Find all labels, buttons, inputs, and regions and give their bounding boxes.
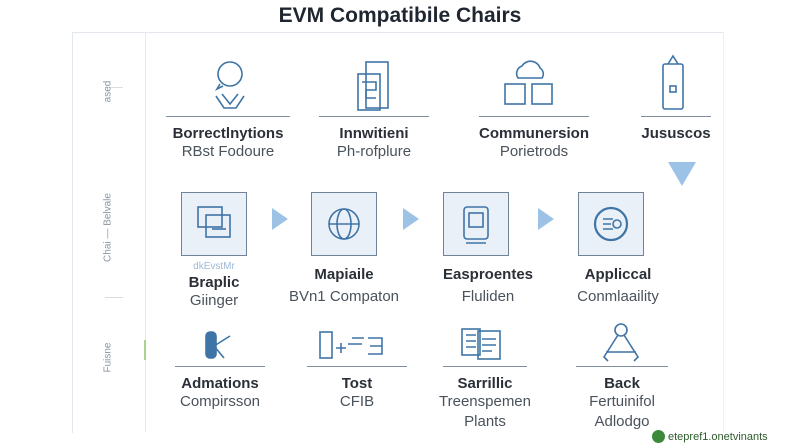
watermark: etepref1.onetvinants bbox=[652, 430, 768, 443]
accent-mark bbox=[144, 340, 146, 360]
item-subtitle: Adlodgo bbox=[594, 413, 650, 430]
item-title: Braplic bbox=[188, 274, 240, 291]
item-subtitle: BVn1 Compaton bbox=[288, 288, 400, 305]
documents-icon bbox=[357, 61, 389, 111]
down-arrow bbox=[668, 162, 696, 186]
column-divider bbox=[145, 32, 146, 432]
item-subtitle: Ph-rofplure bbox=[336, 143, 412, 160]
flow-item: Jususcos bbox=[596, 116, 756, 142]
item-subtitle: Fluliden bbox=[461, 288, 515, 305]
item-subtitle: RBst Fodoure bbox=[181, 143, 275, 160]
item-title: Tost bbox=[341, 375, 373, 392]
divider-tick bbox=[105, 297, 123, 298]
item-subtitle: Porietrods bbox=[499, 143, 569, 160]
page-title: EVM Compatibile Chairs bbox=[278, 4, 522, 27]
step-box bbox=[443, 192, 509, 256]
item-title: Easproentes bbox=[442, 266, 534, 283]
window-icon bbox=[197, 206, 231, 238]
item-subtitle: Conmlaaility bbox=[577, 288, 659, 305]
item-title: Jususcos bbox=[641, 125, 711, 142]
chat-basket-icon bbox=[214, 61, 245, 109]
item-subtitle: Fertuinifol bbox=[589, 393, 655, 410]
item-subtitle: Giinger bbox=[189, 292, 239, 309]
item-title: Communersion bbox=[478, 125, 589, 142]
device-icon bbox=[463, 206, 489, 244]
item-title: Back bbox=[604, 375, 640, 392]
right-arrow bbox=[538, 208, 554, 230]
coin-icon bbox=[593, 206, 629, 242]
watermark-logo-icon bbox=[652, 430, 665, 443]
diagram-frame bbox=[72, 32, 724, 433]
item-title: Innwitieni bbox=[339, 125, 409, 142]
item-subtitle: CFIB bbox=[339, 393, 375, 410]
item-subtitle: Plants bbox=[464, 413, 506, 430]
item-caption: dkEvstMr bbox=[193, 261, 235, 272]
compass-icon bbox=[602, 323, 640, 362]
right-arrow bbox=[403, 208, 419, 230]
side-label: Fuisne bbox=[102, 342, 114, 373]
item-title: Sarrillic bbox=[457, 375, 513, 392]
item-title: Admations bbox=[181, 375, 259, 392]
right-arrow bbox=[272, 208, 288, 230]
item-title: Appliccal bbox=[584, 266, 652, 283]
cloud-blocks-icon bbox=[504, 60, 553, 105]
watermark-text: etepref1.onetvinants bbox=[668, 430, 768, 443]
document-list-icon bbox=[461, 328, 501, 360]
transfer-icon bbox=[319, 331, 383, 359]
item-subtitle: Compirsson bbox=[179, 393, 261, 410]
item-title: Borrectlnytions bbox=[172, 125, 284, 142]
item-title: Mapiaile bbox=[314, 266, 374, 283]
phone-lock-icon bbox=[662, 54, 684, 110]
item-subtitle: Treenspemen bbox=[439, 393, 531, 410]
step-box bbox=[181, 192, 247, 256]
step-box bbox=[578, 192, 644, 256]
divider-tick bbox=[105, 87, 123, 88]
step-box bbox=[311, 192, 377, 256]
globe-icon bbox=[328, 208, 360, 240]
tool-icon bbox=[205, 331, 231, 359]
